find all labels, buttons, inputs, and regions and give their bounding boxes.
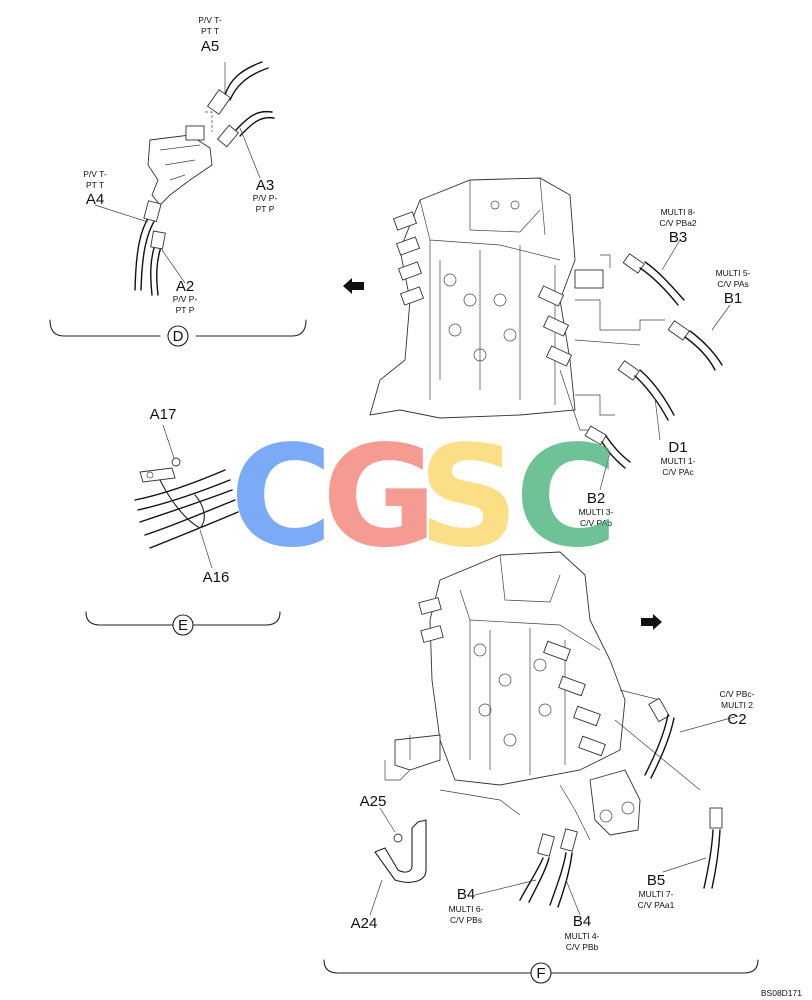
label-a3-sub2: PT P (256, 204, 275, 214)
label-d1-sub1: MULTI 1- (661, 456, 696, 466)
label-b5: B5 (647, 872, 665, 889)
label-b4-left-sub2: C/V PBs (450, 915, 482, 925)
control-valve-lower (384, 551, 701, 841)
label-b3: B3 (669, 229, 687, 246)
watermark-letter-s: S (418, 416, 519, 579)
label-a2: A2 (176, 278, 194, 295)
label-a3: A3 (256, 177, 274, 194)
label-a3-sub1: P/V P- (253, 193, 278, 203)
label-b4-right-sub1: MULTI 4- (565, 931, 600, 941)
label-b1-sub1: MULTI 5- (716, 268, 751, 278)
label-a2-sub2: PT P (176, 305, 195, 315)
label-b1-sub2: C/V PAs (717, 279, 749, 289)
label-b3-sub1: MULTI 8- (661, 207, 696, 217)
label-b4-right: B4 (573, 913, 591, 930)
watermark-letter-g: G (322, 416, 437, 579)
detail-view-d (49, 61, 307, 347)
label-a16: A16 (203, 569, 230, 586)
watermark-letter-c2: C (515, 416, 618, 579)
label-c2-sub1: C/V PBc- (720, 689, 755, 699)
label-b3-sub2: C/V PBa2 (659, 218, 697, 228)
label-d1-sub2: C/V PAc (662, 467, 694, 477)
label-a4-sub2: PT T (86, 180, 104, 190)
label-b4-right-sub2: C/V PBb (566, 942, 599, 952)
view-label-f: F (536, 965, 545, 982)
label-b2-sub1: MULTI 3- (579, 507, 614, 517)
detail-view-e (85, 424, 281, 636)
label-a4-sub1: P/V T- (83, 169, 107, 179)
control-valve-upper (369, 177, 665, 431)
label-a5-sub2: PT T (201, 26, 219, 36)
arrow-right-icon (641, 614, 662, 630)
label-a5: A5 (201, 38, 219, 55)
label-a24: A24 (351, 915, 378, 932)
label-b2-sub2: C/V PAb (580, 518, 612, 528)
upper-hoses (584, 239, 731, 491)
label-c2: C2 (727, 711, 746, 728)
label-b2: B2 (587, 490, 605, 507)
label-a5-sub1: P/V T- (198, 15, 222, 25)
label-d1: D1 (668, 439, 687, 456)
arrow-left-icon (343, 278, 364, 294)
view-label-d: D (173, 328, 184, 345)
label-c2-sub2: MULTI 2 (721, 700, 753, 710)
label-b5-sub1: MULTI 7- (639, 889, 674, 899)
label-b4-left-sub1: MULTI 6- (449, 904, 484, 914)
label-a17: A17 (150, 406, 177, 423)
drawing-id: BS08D171 (761, 988, 802, 998)
lower-hoses (323, 697, 759, 984)
label-b1: B1 (724, 290, 742, 307)
label-a4: A4 (86, 191, 104, 208)
label-a25: A25 (360, 793, 387, 810)
label-b4-left: B4 (457, 886, 475, 903)
watermark-letter-c1: C (230, 416, 333, 579)
label-b5-sub2: C/V PAa1 (638, 900, 675, 910)
label-a2-sub1: P/V P- (173, 294, 198, 304)
watermark-cgsc: C G S C (230, 416, 618, 579)
view-label-e: E (178, 617, 188, 634)
